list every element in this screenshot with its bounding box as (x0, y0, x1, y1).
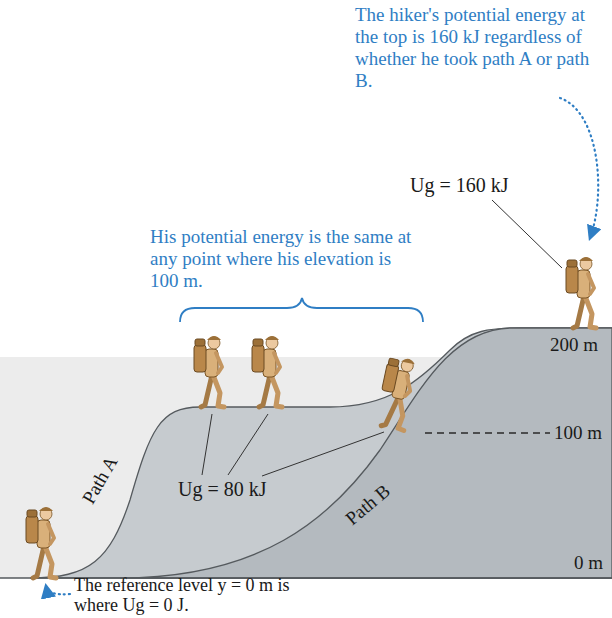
energy-label: Ug = 160 kJ (410, 174, 509, 196)
callout-text: The hiker's potential energy at the top … (355, 4, 605, 92)
hiker-figure (374, 355, 418, 431)
leader-line (492, 200, 562, 268)
note-text: The reference level y = 0 m is where Ug … (74, 575, 334, 615)
hiker-figure (194, 336, 224, 407)
dotted-arrow (560, 98, 598, 238)
leader-line (202, 414, 212, 475)
hiker-figure (566, 257, 596, 328)
path-b-hill (120, 328, 612, 578)
elevation-label: 0 m (574, 552, 603, 574)
callout-text: His potential energy is the same at any … (150, 226, 420, 292)
bracket (180, 298, 423, 322)
leader-line (228, 414, 268, 475)
energy-label: Ug = 80 kJ (178, 478, 267, 500)
path-a-hill (30, 328, 612, 578)
dotted-arrow (46, 586, 70, 594)
level-dashed-line (425, 432, 550, 433)
elevation-label: 200 m (550, 334, 598, 356)
elevation-label: 100 m (554, 422, 602, 444)
leader-line (262, 432, 384, 476)
hiker-figure (26, 507, 56, 578)
hiker-figure (252, 336, 282, 407)
